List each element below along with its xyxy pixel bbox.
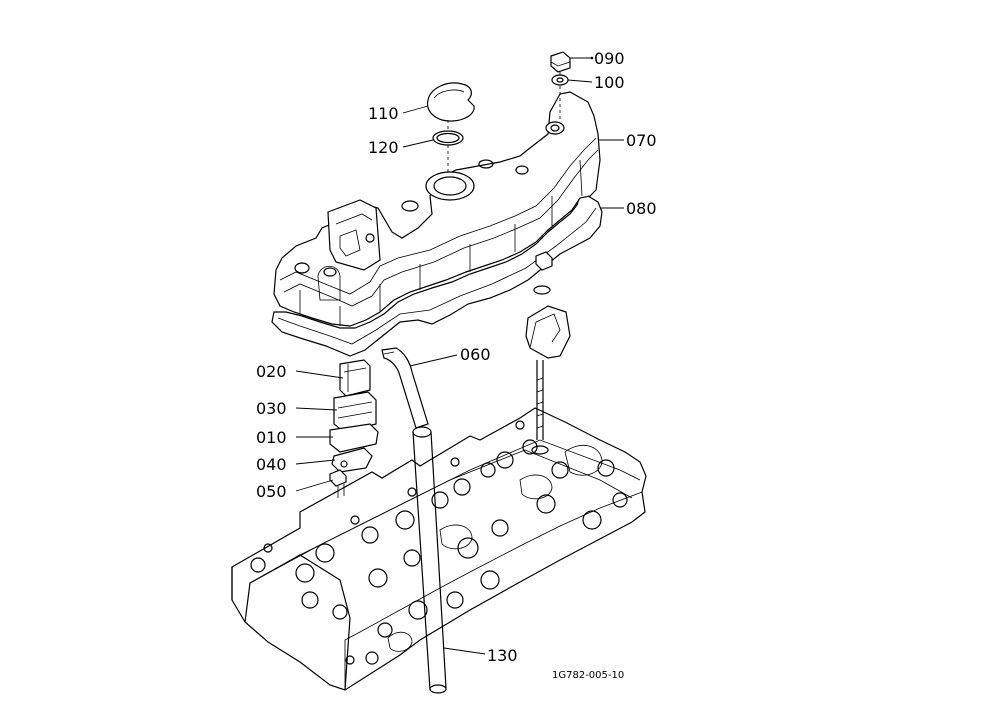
cylinder-head-drawing [231,407,647,691]
callout-120: 120 [368,138,399,157]
callout-100: 100 [594,73,625,92]
stud-bracket-part [525,251,571,455]
rocker-cover-drawing [271,91,603,357]
cap-nut-part [550,51,571,73]
callout-010: 010 [256,428,287,447]
callout-050: 050 [256,482,287,501]
breather-hose-part [381,347,429,429]
callout-020: 020 [256,362,287,381]
washer-part [551,74,569,86]
callout-030: 030 [256,399,287,418]
callout-060: 060 [460,345,491,364]
callout-080: 080 [626,199,657,218]
long-pipe-part [412,426,447,694]
callout-090: 090 [594,49,625,68]
callout-070: 070 [626,131,657,150]
leader-lines [295,56,624,655]
drawing-number: 1G782-005-10 [552,670,624,681]
oil-filler-cap-part [426,82,475,122]
valve-assembly-part [329,359,379,498]
o-ring-part [432,130,464,146]
callout-040: 040 [256,455,287,474]
callout-110: 110 [368,104,399,123]
callout-130: 130 [487,646,518,665]
